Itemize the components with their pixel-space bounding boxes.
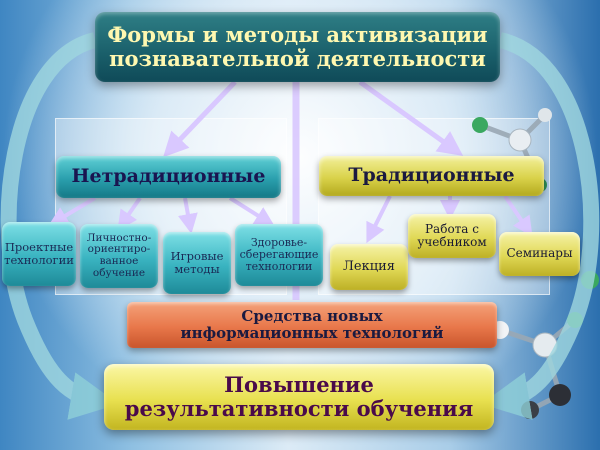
item-seminars: Семинары	[499, 232, 580, 276]
result-line-2: результативности обучения	[124, 396, 474, 421]
item-game-methods: Игровые методы	[163, 232, 231, 294]
item-health-saving-technologies: Здоровье-сберегающие технологии	[235, 224, 323, 286]
media-line-1: Средства новых	[241, 307, 383, 326]
title-line-2: познавательной деятельности	[109, 46, 486, 71]
title-line-1: Формы и методы активизации	[107, 22, 488, 48]
diagram-title: Формы и методы активизации познавательно…	[95, 12, 500, 82]
item-lecture: Лекция	[330, 244, 408, 290]
item-personality-oriented-learning: Личностно-ориентиро-ванное обучение	[80, 224, 158, 288]
category-nontraditional: Нетрадиционные	[56, 156, 281, 198]
item-textbook-work: Работа с учебником	[408, 214, 496, 258]
category-traditional: Традиционные	[319, 156, 544, 196]
item-project-technologies: Проектные технологии	[2, 222, 76, 286]
result-line-1: Повышение	[224, 372, 374, 398]
result-box: Повышение результативности обучения	[104, 364, 494, 430]
media-line-2: информационных технологий	[180, 324, 444, 342]
new-info-tech-box: Средства новых информационных технологий	[127, 302, 497, 348]
